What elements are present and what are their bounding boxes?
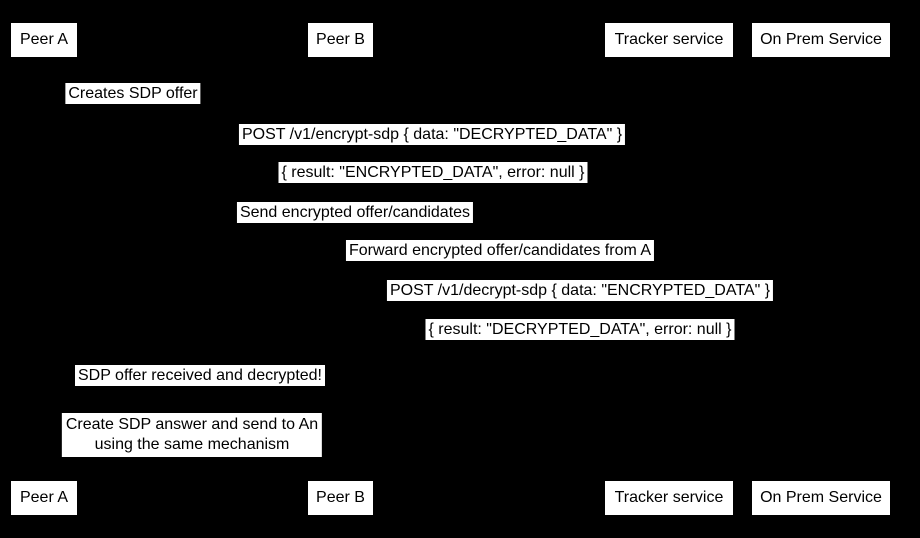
note-create-sdp-answer: Create SDP answer and send to An using t… xyxy=(61,413,323,457)
message-forward-encrypted-offer: Forward encrypted offer/candidates from … xyxy=(345,240,655,261)
message-sdp-offer-received: SDP offer received and decrypted! xyxy=(75,365,325,386)
participant-tracker-service-top: Tracker service xyxy=(605,23,733,57)
note-line-1: Create SDP answer and send to An xyxy=(65,416,319,433)
message-creates-sdp-offer: Creates SDP offer xyxy=(65,83,201,104)
participant-tracker-service-bottom: Tracker service xyxy=(605,481,733,515)
participant-peer-a-bottom: Peer A xyxy=(11,481,77,515)
note-line-2: using the same mechanism xyxy=(94,436,290,453)
message-send-encrypted-offer: Send encrypted offer/candidates xyxy=(236,202,474,223)
message-encrypt-result: { result: "ENCRYPTED_DATA", error: null … xyxy=(278,162,588,183)
message-post-encrypt-sdp: POST /v1/encrypt-sdp { data: "DECRYPTED_… xyxy=(238,124,626,145)
participant-on-prem-service-bottom: On Prem Service xyxy=(752,481,890,515)
message-decrypt-result: { result: "DECRYPTED_DATA", error: null … xyxy=(425,319,735,340)
participant-peer-b-bottom: Peer B xyxy=(308,481,373,515)
participant-peer-a-top: Peer A xyxy=(11,23,77,57)
participant-on-prem-service-top: On Prem Service xyxy=(752,23,890,57)
message-post-decrypt-sdp: POST /v1/decrypt-sdp { data: "ENCRYPTED_… xyxy=(386,280,774,301)
participant-peer-b-top: Peer B xyxy=(308,23,373,57)
